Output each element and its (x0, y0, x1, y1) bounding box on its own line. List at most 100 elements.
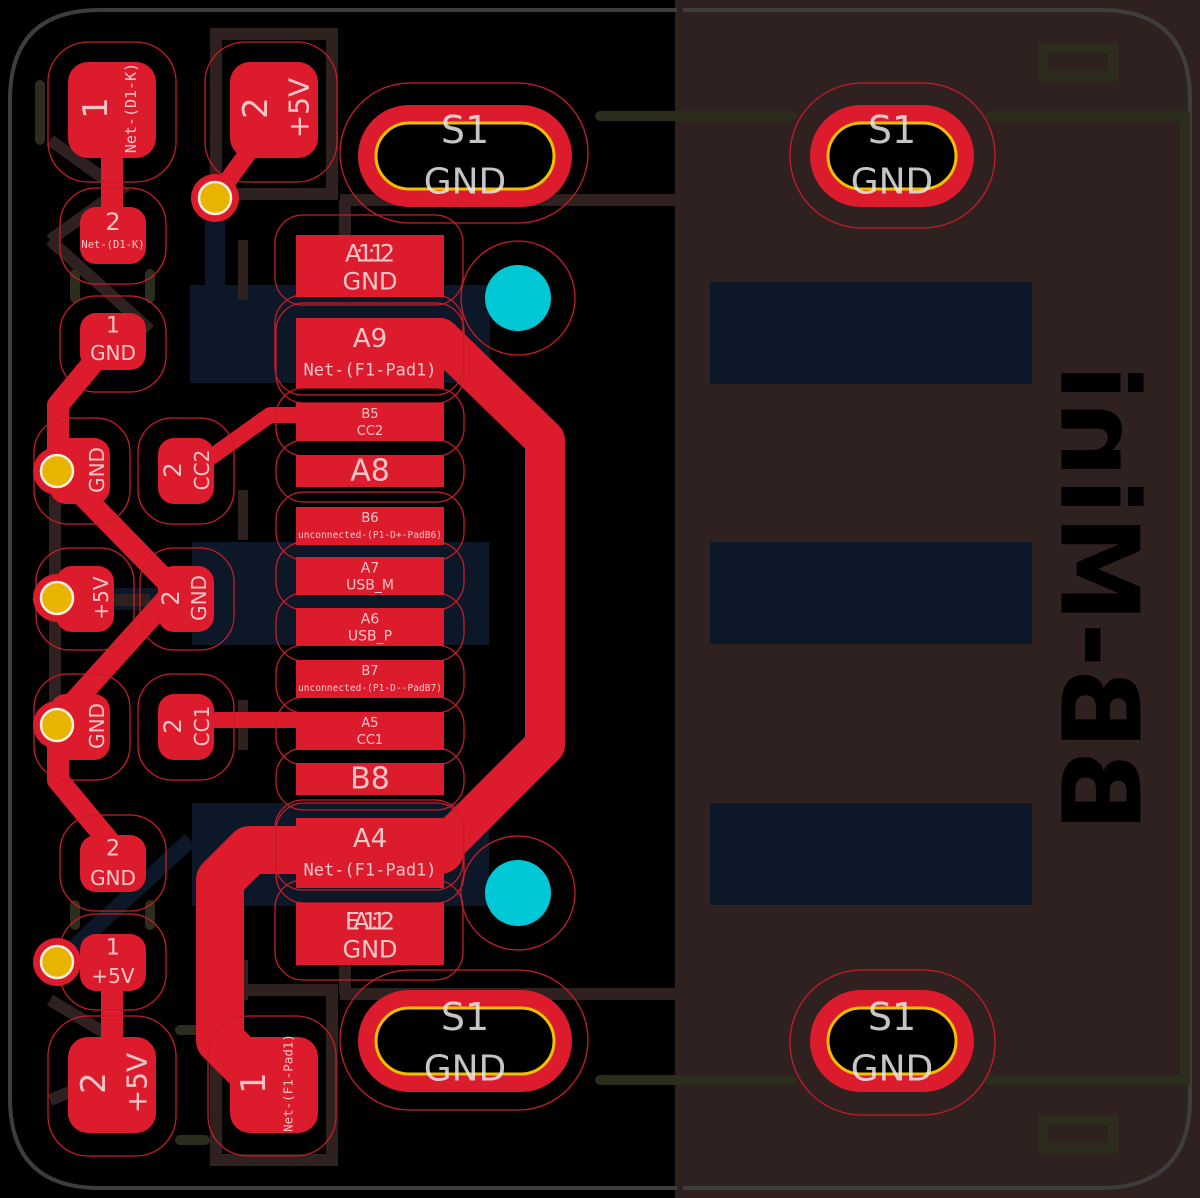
pad-net: unconnected-(P1-D+-PadB6) (298, 530, 442, 541)
pad-pin: A:1:12 (345, 240, 395, 268)
pad-copper (80, 934, 146, 991)
pad-copper (296, 235, 444, 297)
pad-copper (296, 712, 444, 750)
usb-connector-pads: A:1:12GNDA9Net-(F1-Pad1)B5CC2A8B6unconne… (296, 235, 444, 965)
via[interactable] (33, 447, 81, 495)
resistor-gnd-pad-1[interactable]: 1 GND (80, 313, 146, 370)
shield-pad-net: GND (424, 1049, 507, 1090)
clearance-outline (274, 799, 464, 891)
shield-pad-s1-a[interactable]: S1 GND (358, 105, 572, 207)
pad-pin: B8 (350, 762, 390, 797)
pad-pin: A8 (350, 454, 390, 489)
courtyard-rect (1038, 1115, 1118, 1153)
pad-pin: EA1:12 (345, 908, 395, 936)
pad-net: USB_M (346, 578, 394, 594)
courtyard-layer (35, 80, 1190, 1145)
pad-pin: B6 (361, 511, 378, 526)
cap-power-pad-1[interactable]: 1 +5V (80, 934, 146, 991)
clearance-layer (33, 41, 996, 1157)
silk-mark (238, 490, 248, 540)
pad-copper (296, 608, 444, 646)
back-copper-trace (54, 834, 196, 966)
shield-pad-drill (374, 121, 556, 191)
pad-copper (80, 313, 146, 370)
shield-pad-drill (826, 121, 958, 191)
pad-pin: 2 (105, 208, 120, 236)
pad-net: Net-(F1-Pad1) (303, 861, 436, 881)
pad-copper (296, 455, 444, 487)
pad-net: USB_P (348, 629, 392, 645)
back-copper-pad (710, 542, 1032, 644)
shield-pad-pin: S1 (868, 108, 916, 152)
shield-pad-s1-b[interactable]: S1 GND (810, 105, 974, 207)
usb-pad-a8[interactable]: A8 (296, 454, 444, 489)
pad-net: GND (187, 575, 211, 621)
pad-copper (296, 763, 444, 795)
pad-pin: A6 (361, 611, 380, 627)
pad-net: GND (90, 866, 136, 890)
via[interactable] (33, 574, 81, 622)
bottom-power-pad[interactable]: 2 +5V (68, 1037, 156, 1133)
trace-cc2 (192, 407, 308, 473)
shield-pad-net: GND (424, 162, 507, 203)
pad-net: unconnected-(P1-D--PadB7) (298, 683, 442, 694)
usb-pad-b6[interactable]: B6 unconnected-(P1-D+-PadB6) (296, 507, 444, 545)
shield-pad-drill (826, 1006, 958, 1076)
pad-net: +5V (91, 964, 134, 988)
clearance-outline (139, 547, 235, 651)
pad-net: CC2 (357, 424, 383, 439)
clearance-outline (47, 41, 177, 183)
shield-pad-pin: S1 (868, 995, 916, 1039)
pad-pin: B5 (361, 407, 378, 422)
d1-pad-1[interactable]: 1 Net-(D1-K) (68, 62, 156, 158)
shield-pad-drill (374, 1006, 556, 1076)
board-outline (8, 8, 1192, 1190)
shield-pad-s1-c[interactable]: S1 GND (358, 990, 572, 1092)
pad-net: +5V (121, 1053, 154, 1113)
pad-pin: A7 (361, 560, 379, 576)
pad-pin: 2 (157, 590, 185, 605)
top-power-pad[interactable]: 2 +5V (230, 62, 318, 158)
shield-pad-s1-d[interactable]: S1 GND (810, 990, 974, 1092)
via[interactable] (33, 938, 81, 986)
pad-pin: 2 (159, 718, 187, 733)
cc2-pad[interactable]: 2 CC2 (158, 438, 214, 504)
fuse-f1-pad-1[interactable]: 1 Net-(F1-Pad1) (230, 1034, 318, 1133)
pad-net: CC2 (190, 450, 214, 491)
pad-copper (296, 903, 444, 965)
silk-outline-bottom (210, 984, 338, 1166)
resistor-gnd-pad-2[interactable]: 2 GND (80, 835, 146, 892)
clearance-outline (274, 214, 464, 306)
shield-pad-net: GND (851, 162, 934, 203)
pad-net: GND (85, 703, 109, 749)
d1-pad-2[interactable]: 2 Net-(D1-K) (80, 207, 146, 264)
pad-copper (158, 694, 214, 760)
pad-pin: 2 (74, 1072, 114, 1094)
pad-copper (158, 566, 214, 632)
via[interactable] (191, 174, 239, 222)
cc1-pad[interactable]: 2 CC1 (158, 694, 214, 760)
shield-pad-pin: S1 (441, 995, 489, 1039)
clearance-shield (339, 82, 589, 224)
clearance-npth (460, 835, 576, 951)
pad-copper (68, 62, 156, 158)
gnd-pad-middle[interactable]: 2 GND (157, 566, 214, 632)
pad-net: GND (85, 447, 109, 493)
clearance-shield (339, 969, 589, 1111)
silk-mark (238, 240, 248, 300)
vias (33, 174, 239, 986)
pad-pin: 1 (76, 97, 116, 119)
pad-pin: 1 (234, 1072, 274, 1094)
usb-pad-b8[interactable]: B8 (296, 762, 444, 797)
via[interactable] (33, 701, 81, 749)
